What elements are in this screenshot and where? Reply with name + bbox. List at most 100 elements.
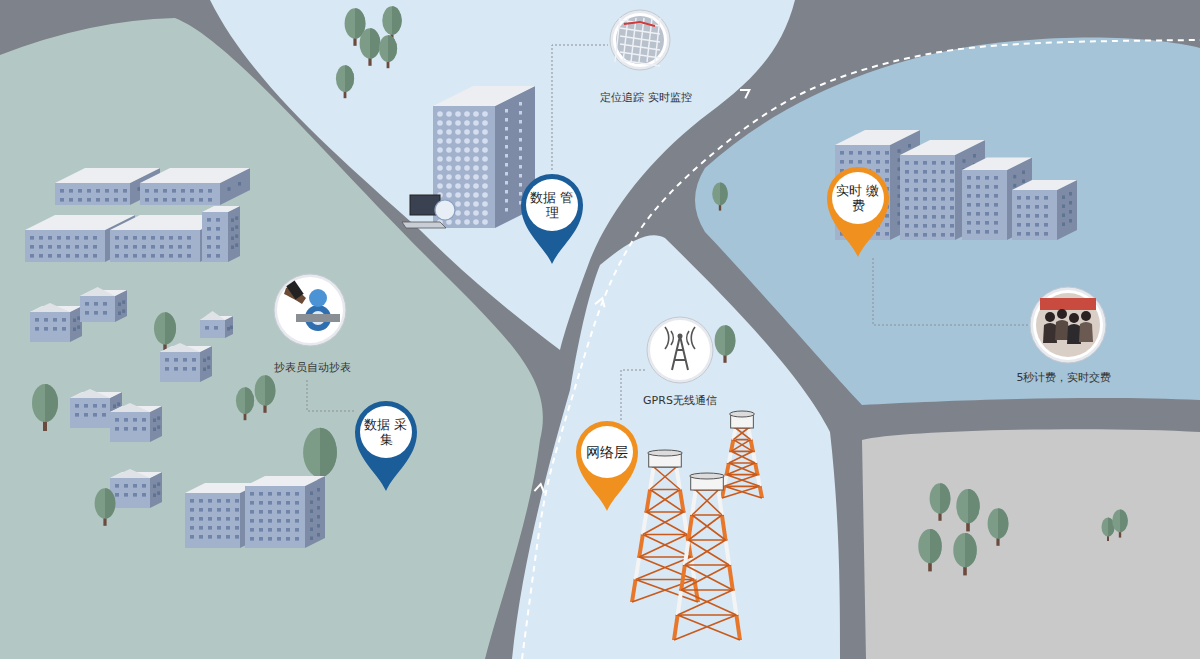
window	[124, 484, 128, 488]
window	[967, 194, 971, 198]
window	[505, 190, 508, 194]
window	[295, 537, 299, 541]
window	[114, 189, 118, 193]
window	[473, 156, 479, 162]
building	[80, 287, 127, 322]
window	[165, 358, 169, 362]
window	[985, 203, 989, 207]
window	[277, 528, 281, 532]
window	[190, 508, 194, 512]
window	[1062, 196, 1065, 200]
window	[967, 221, 971, 225]
window	[259, 519, 263, 523]
window	[914, 179, 918, 183]
window	[1013, 175, 1016, 179]
photo-callout	[274, 274, 346, 346]
window	[207, 245, 211, 249]
window	[277, 510, 281, 514]
window	[905, 206, 909, 210]
building-front	[202, 212, 228, 262]
window	[235, 216, 238, 220]
building-front	[200, 320, 225, 338]
window	[914, 224, 918, 228]
tower-band	[630, 580, 638, 603]
window	[226, 517, 230, 521]
window	[482, 156, 488, 162]
window	[259, 510, 263, 514]
window	[60, 198, 64, 202]
window	[519, 156, 522, 160]
window	[250, 492, 254, 496]
window	[437, 147, 443, 153]
window	[133, 254, 137, 258]
tree-crown	[953, 533, 976, 567]
window	[250, 528, 254, 532]
window	[235, 535, 239, 539]
window	[473, 192, 479, 198]
pin-label-box: 数据 管理	[526, 179, 578, 231]
window	[259, 537, 263, 541]
window	[231, 246, 234, 250]
window	[75, 236, 79, 240]
window	[1026, 214, 1030, 218]
window	[867, 160, 871, 164]
window	[238, 182, 241, 186]
window	[93, 413, 97, 417]
photo-ring	[610, 10, 670, 70]
window	[932, 179, 936, 183]
window	[153, 485, 156, 489]
window	[103, 311, 107, 315]
window	[310, 492, 313, 496]
window	[914, 215, 918, 219]
tree	[715, 325, 736, 363]
window	[259, 501, 263, 505]
building	[110, 403, 162, 442]
window	[231, 228, 234, 232]
window	[105, 198, 109, 202]
route-arrow	[534, 483, 545, 493]
window	[446, 147, 452, 153]
tree-crown	[1112, 509, 1128, 532]
window	[1022, 171, 1025, 175]
window	[160, 245, 164, 249]
window	[142, 245, 146, 249]
window	[216, 236, 220, 240]
house-gable	[160, 343, 200, 352]
window	[482, 192, 488, 198]
window	[923, 161, 927, 165]
network-region	[512, 235, 840, 659]
window	[464, 111, 470, 117]
tower-brace	[692, 490, 722, 515]
leader-line	[552, 45, 608, 170]
window	[1026, 223, 1030, 227]
window	[114, 198, 118, 202]
window	[455, 156, 461, 162]
tree	[32, 384, 58, 431]
window	[133, 236, 137, 240]
window	[519, 174, 522, 178]
building	[160, 343, 212, 382]
window	[250, 510, 254, 514]
window	[932, 197, 936, 201]
building	[25, 215, 135, 262]
tree-shade	[1120, 509, 1128, 532]
window	[885, 160, 889, 164]
window	[464, 138, 470, 144]
window	[905, 215, 909, 219]
tower-brace	[722, 486, 762, 498]
window	[1035, 205, 1039, 209]
window	[216, 254, 220, 258]
tower-platform	[648, 450, 683, 456]
window	[455, 165, 461, 171]
building-front	[140, 183, 220, 205]
window	[905, 179, 909, 183]
window	[277, 537, 281, 541]
building-front	[245, 486, 305, 548]
tree-shade	[320, 428, 337, 477]
window	[62, 318, 66, 322]
window	[505, 208, 508, 212]
tree-crown	[95, 488, 116, 518]
window	[914, 161, 918, 165]
window	[317, 533, 320, 537]
window	[133, 493, 137, 497]
